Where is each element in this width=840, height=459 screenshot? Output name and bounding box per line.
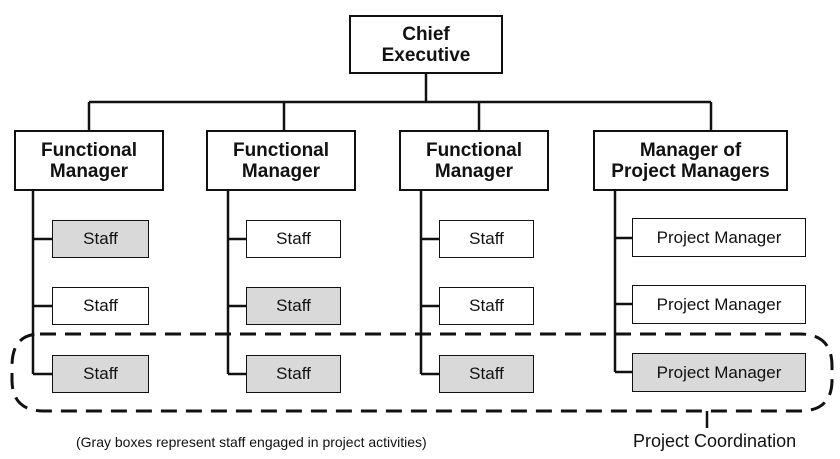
manager-of-project-managers-box: Manager of Project Managers <box>593 130 788 191</box>
footnote: (Gray boxes represent staff engaged in p… <box>76 434 427 450</box>
manager-label: Functional Manager <box>232 139 330 182</box>
manager-label: Manager of Project Managers <box>611 139 770 182</box>
staff-box: Staff <box>246 287 341 325</box>
chief-executive-box: Chief Executive <box>349 15 503 74</box>
project-manager-box: Project Manager <box>632 285 806 324</box>
functional-manager-box-1: Functional Manager <box>14 130 164 191</box>
manager-label: Functional Manager <box>40 139 138 182</box>
project-coordination-label: Project Coordination <box>633 431 797 451</box>
staff-box: Staff <box>52 355 149 393</box>
staff-box: Staff <box>439 355 534 393</box>
staff-box: Staff <box>52 220 149 258</box>
staff-box: Staff <box>246 220 341 258</box>
staff-box: Staff <box>439 287 534 325</box>
project-manager-box: Project Manager <box>632 353 806 392</box>
project-manager-box: Project Manager <box>632 218 806 257</box>
manager-label: Functional Manager <box>425 139 523 182</box>
staff-box: Staff <box>246 355 341 393</box>
staff-box: Staff <box>52 287 149 325</box>
functional-manager-box-3: Functional Manager <box>399 130 549 191</box>
staff-box: Staff <box>439 220 534 258</box>
chief-executive-label: Chief Executive <box>381 23 471 66</box>
project-coordination-boundary <box>10 332 834 413</box>
functional-manager-box-2: Functional Manager <box>206 130 356 191</box>
